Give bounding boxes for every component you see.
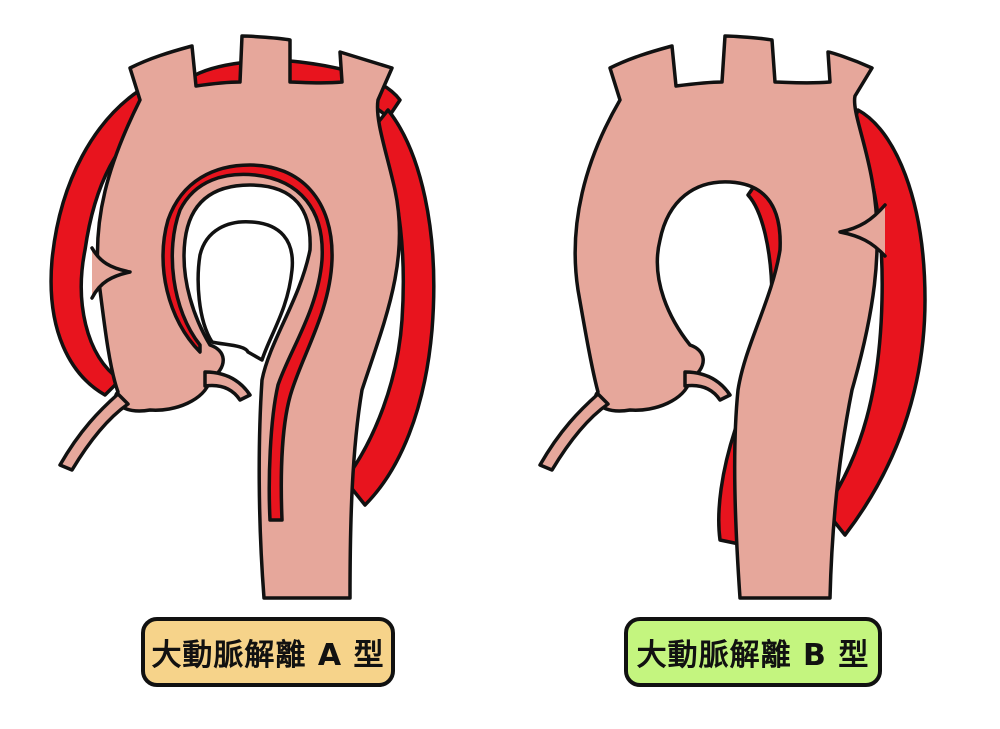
type-a-false-lumen-outer [49, 88, 152, 397]
type-a-aortic-arch [95, 34, 402, 600]
type-b-aortic-arch [573, 34, 879, 600]
type-b-aorta-illustration [538, 34, 927, 600]
type-b-intimal-tear-flap [838, 203, 887, 258]
type-a-arch-inner-hollow [196, 220, 295, 362]
type-a-coronary-branch-left [58, 392, 130, 472]
type-a-false-lumen-inner [161, 163, 334, 522]
type-a-aorta-illustration [49, 34, 436, 600]
dissection-type-a-panel: 大動脈解離 A 型 [49, 34, 436, 687]
type-b-label: 大動脈解離 B 型 [624, 617, 882, 687]
type-a-label: 大動脈解離 A 型 [141, 617, 395, 687]
type-a-coronary-branch-right [203, 370, 252, 402]
type-b-coronary-branch-left [538, 392, 610, 472]
type-b-coronary-branch-right [683, 370, 732, 402]
type-a-intimal-tear-flap [90, 246, 132, 300]
dissection-type-b-panel: 大動脈解離 B 型 [500, 0, 1000, 729]
